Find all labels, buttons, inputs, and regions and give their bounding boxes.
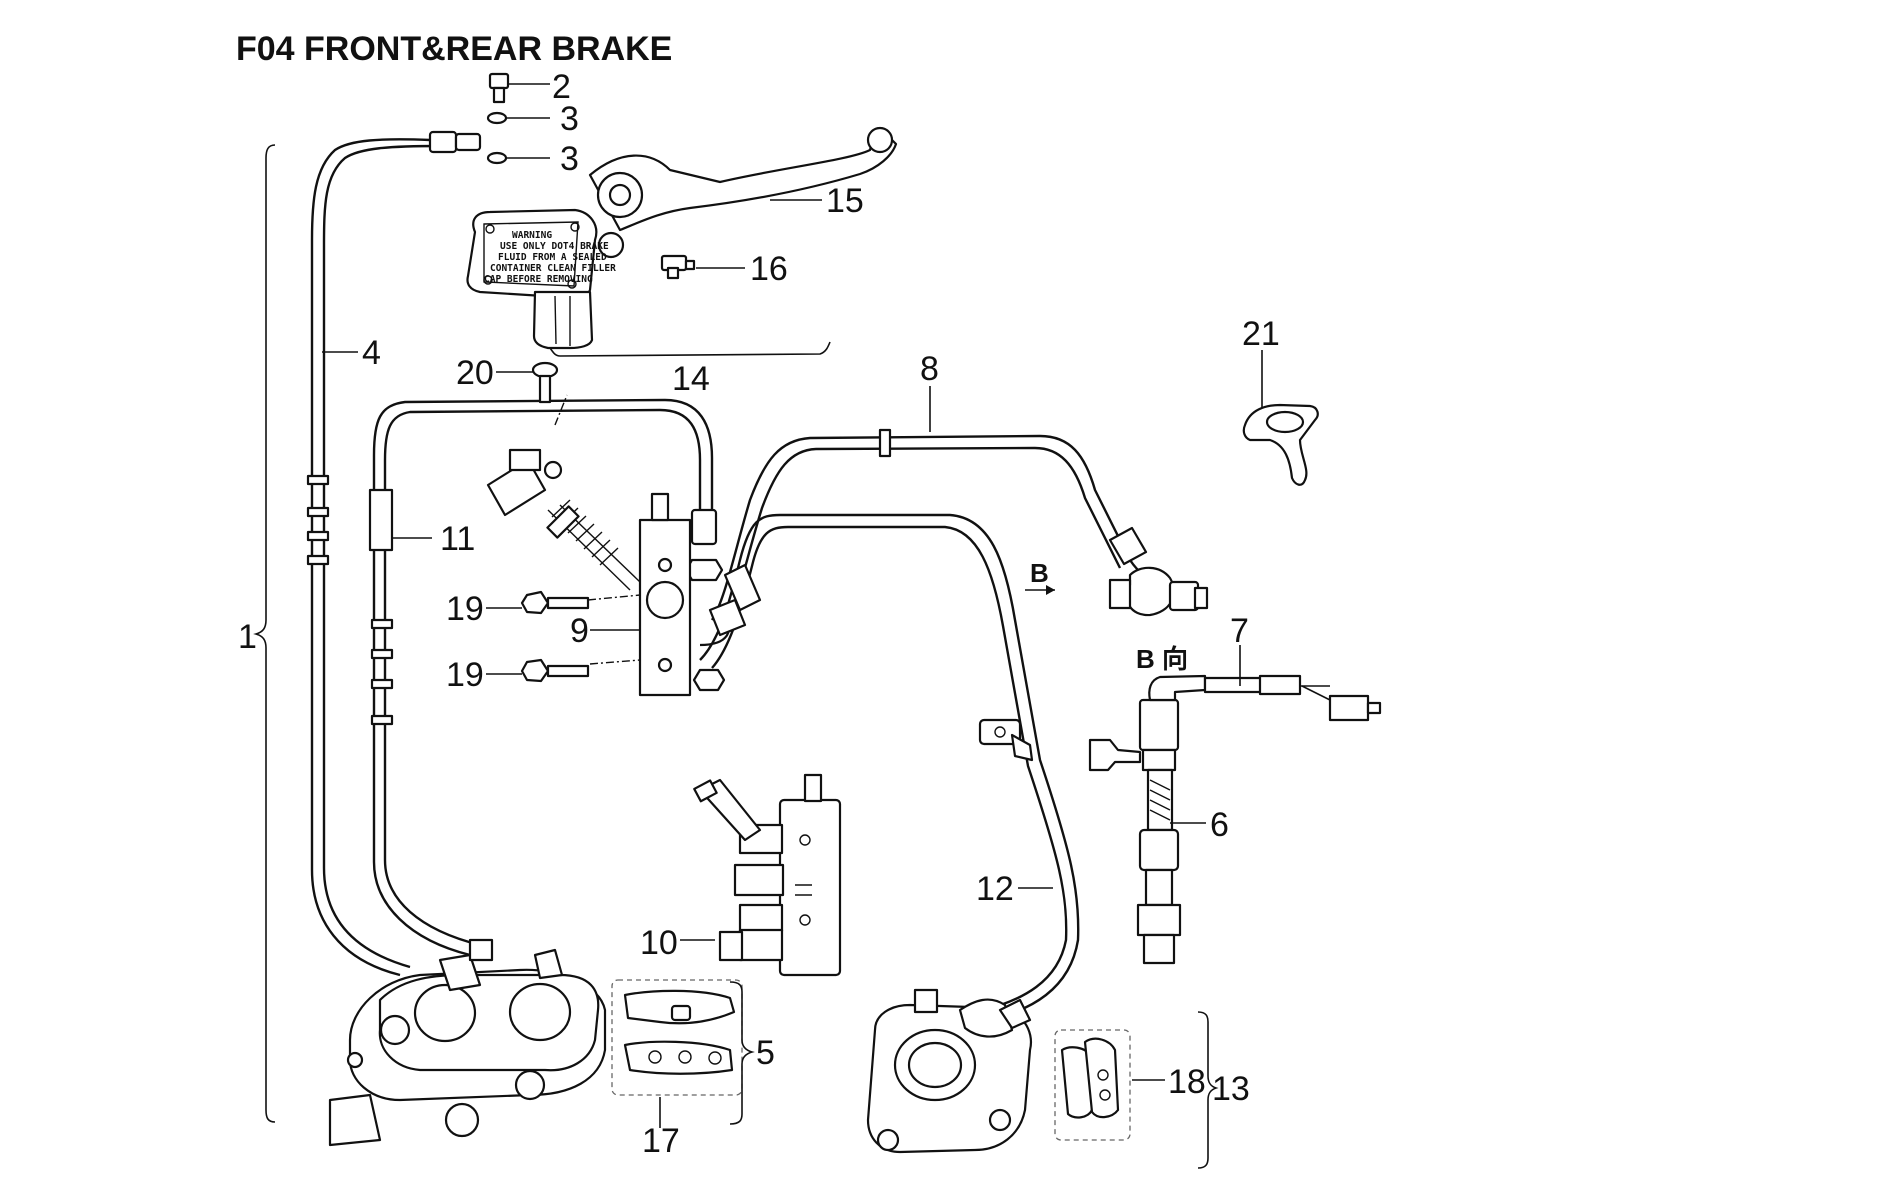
warning-label-line-5: CAP BEFORE REMOVING — [484, 274, 593, 285]
banjo-bolt — [488, 72, 510, 104]
lever-bolt — [597, 231, 625, 259]
callout-12: 12 — [976, 870, 1014, 908]
warning-label-line-2: USE ONLY DOT4 BRAKE — [500, 241, 609, 252]
rear-brake-hose-12 — [699, 513, 1080, 1022]
view-arrow-label: B — [1030, 558, 1049, 588]
master-cylinder-body — [532, 290, 594, 350]
brake-light-switch — [660, 254, 696, 280]
bolt-19-upper — [520, 590, 590, 615]
callout-6: 6 — [1210, 806, 1229, 844]
brake-light-switch-assembly — [1088, 674, 1382, 965]
sealing-washer-lower — [486, 151, 508, 165]
callout-19-upper: 19 — [446, 590, 484, 628]
callout-10: 10 — [640, 924, 678, 962]
warning-label: WARNING USE ONLY DOT4 BRAKE FLUID FROM A… — [484, 230, 616, 285]
rear-brake-pads — [1054, 1029, 1131, 1141]
view-label: B 向 — [1136, 644, 1188, 674]
master-cylinder-reservoir — [466, 208, 598, 300]
bracket-21 — [1242, 403, 1319, 486]
brace-5 — [729, 981, 755, 1125]
callout-3-lower: 3 — [560, 140, 579, 178]
brace-1 — [253, 144, 276, 1123]
callout-2: 2 — [552, 68, 571, 106]
bolt-19-lower — [520, 658, 590, 683]
callout-5: 5 — [756, 1034, 775, 1072]
rear-master-cylinder-10 — [693, 773, 842, 977]
rear-brake-hose-11 — [368, 398, 724, 957]
callout-16: 16 — [750, 250, 788, 288]
warning-label-line-1: WARNING — [512, 230, 552, 241]
callout-11: 11 — [440, 520, 475, 558]
master-cylinder-assembly: WARNING USE ONLY DOT4 BRAKE FLUID FROM A… — [466, 72, 898, 357]
lever-tip — [866, 126, 894, 154]
pivot-bolt — [608, 183, 632, 207]
callout-18: 18 — [1168, 1063, 1206, 1101]
callout-numbers: 1 2 3 3 4 5 6 7 8 9 10 11 12 13 14 15 16… — [238, 68, 1280, 1160]
sealing-washer-upper — [486, 111, 508, 125]
front-brake-hose — [306, 130, 482, 977]
callout-17: 17 — [642, 1122, 680, 1160]
callout-9: 9 — [570, 612, 589, 650]
diagram-title: F04 FRONT&REAR BRAKE — [236, 30, 672, 68]
bracket-14 — [549, 341, 831, 357]
rear-master-cylinder-link — [486, 448, 641, 591]
callout-4: 4 — [362, 334, 381, 372]
bolt-20 — [531, 361, 559, 404]
leader-lines — [253, 83, 1263, 1169]
warning-label-line-4: CONTAINER CLEAN FILLER — [490, 263, 616, 274]
callout-7: 7 — [1230, 612, 1249, 650]
callout-1: 1 — [238, 618, 257, 656]
callout-8: 8 — [920, 350, 939, 388]
callout-20: 20 — [456, 354, 494, 392]
front-brake-caliper — [328, 938, 607, 1147]
rear-brake-caliper — [866, 988, 1033, 1154]
brace-13 — [1197, 1011, 1219, 1169]
callout-21: 21 — [1242, 315, 1280, 353]
callout-13: 13 — [1212, 1070, 1250, 1108]
warning-label-line-3: FLUID FROM A SEALED — [498, 252, 607, 263]
callout-15: 15 — [826, 182, 864, 220]
callout-3-upper: 3 — [560, 100, 579, 138]
front-brake-pads — [611, 979, 743, 1096]
callout-14: 14 — [672, 360, 710, 398]
callout-19-lower: 19 — [446, 656, 484, 694]
brake-valve-9 — [554, 394, 731, 697]
